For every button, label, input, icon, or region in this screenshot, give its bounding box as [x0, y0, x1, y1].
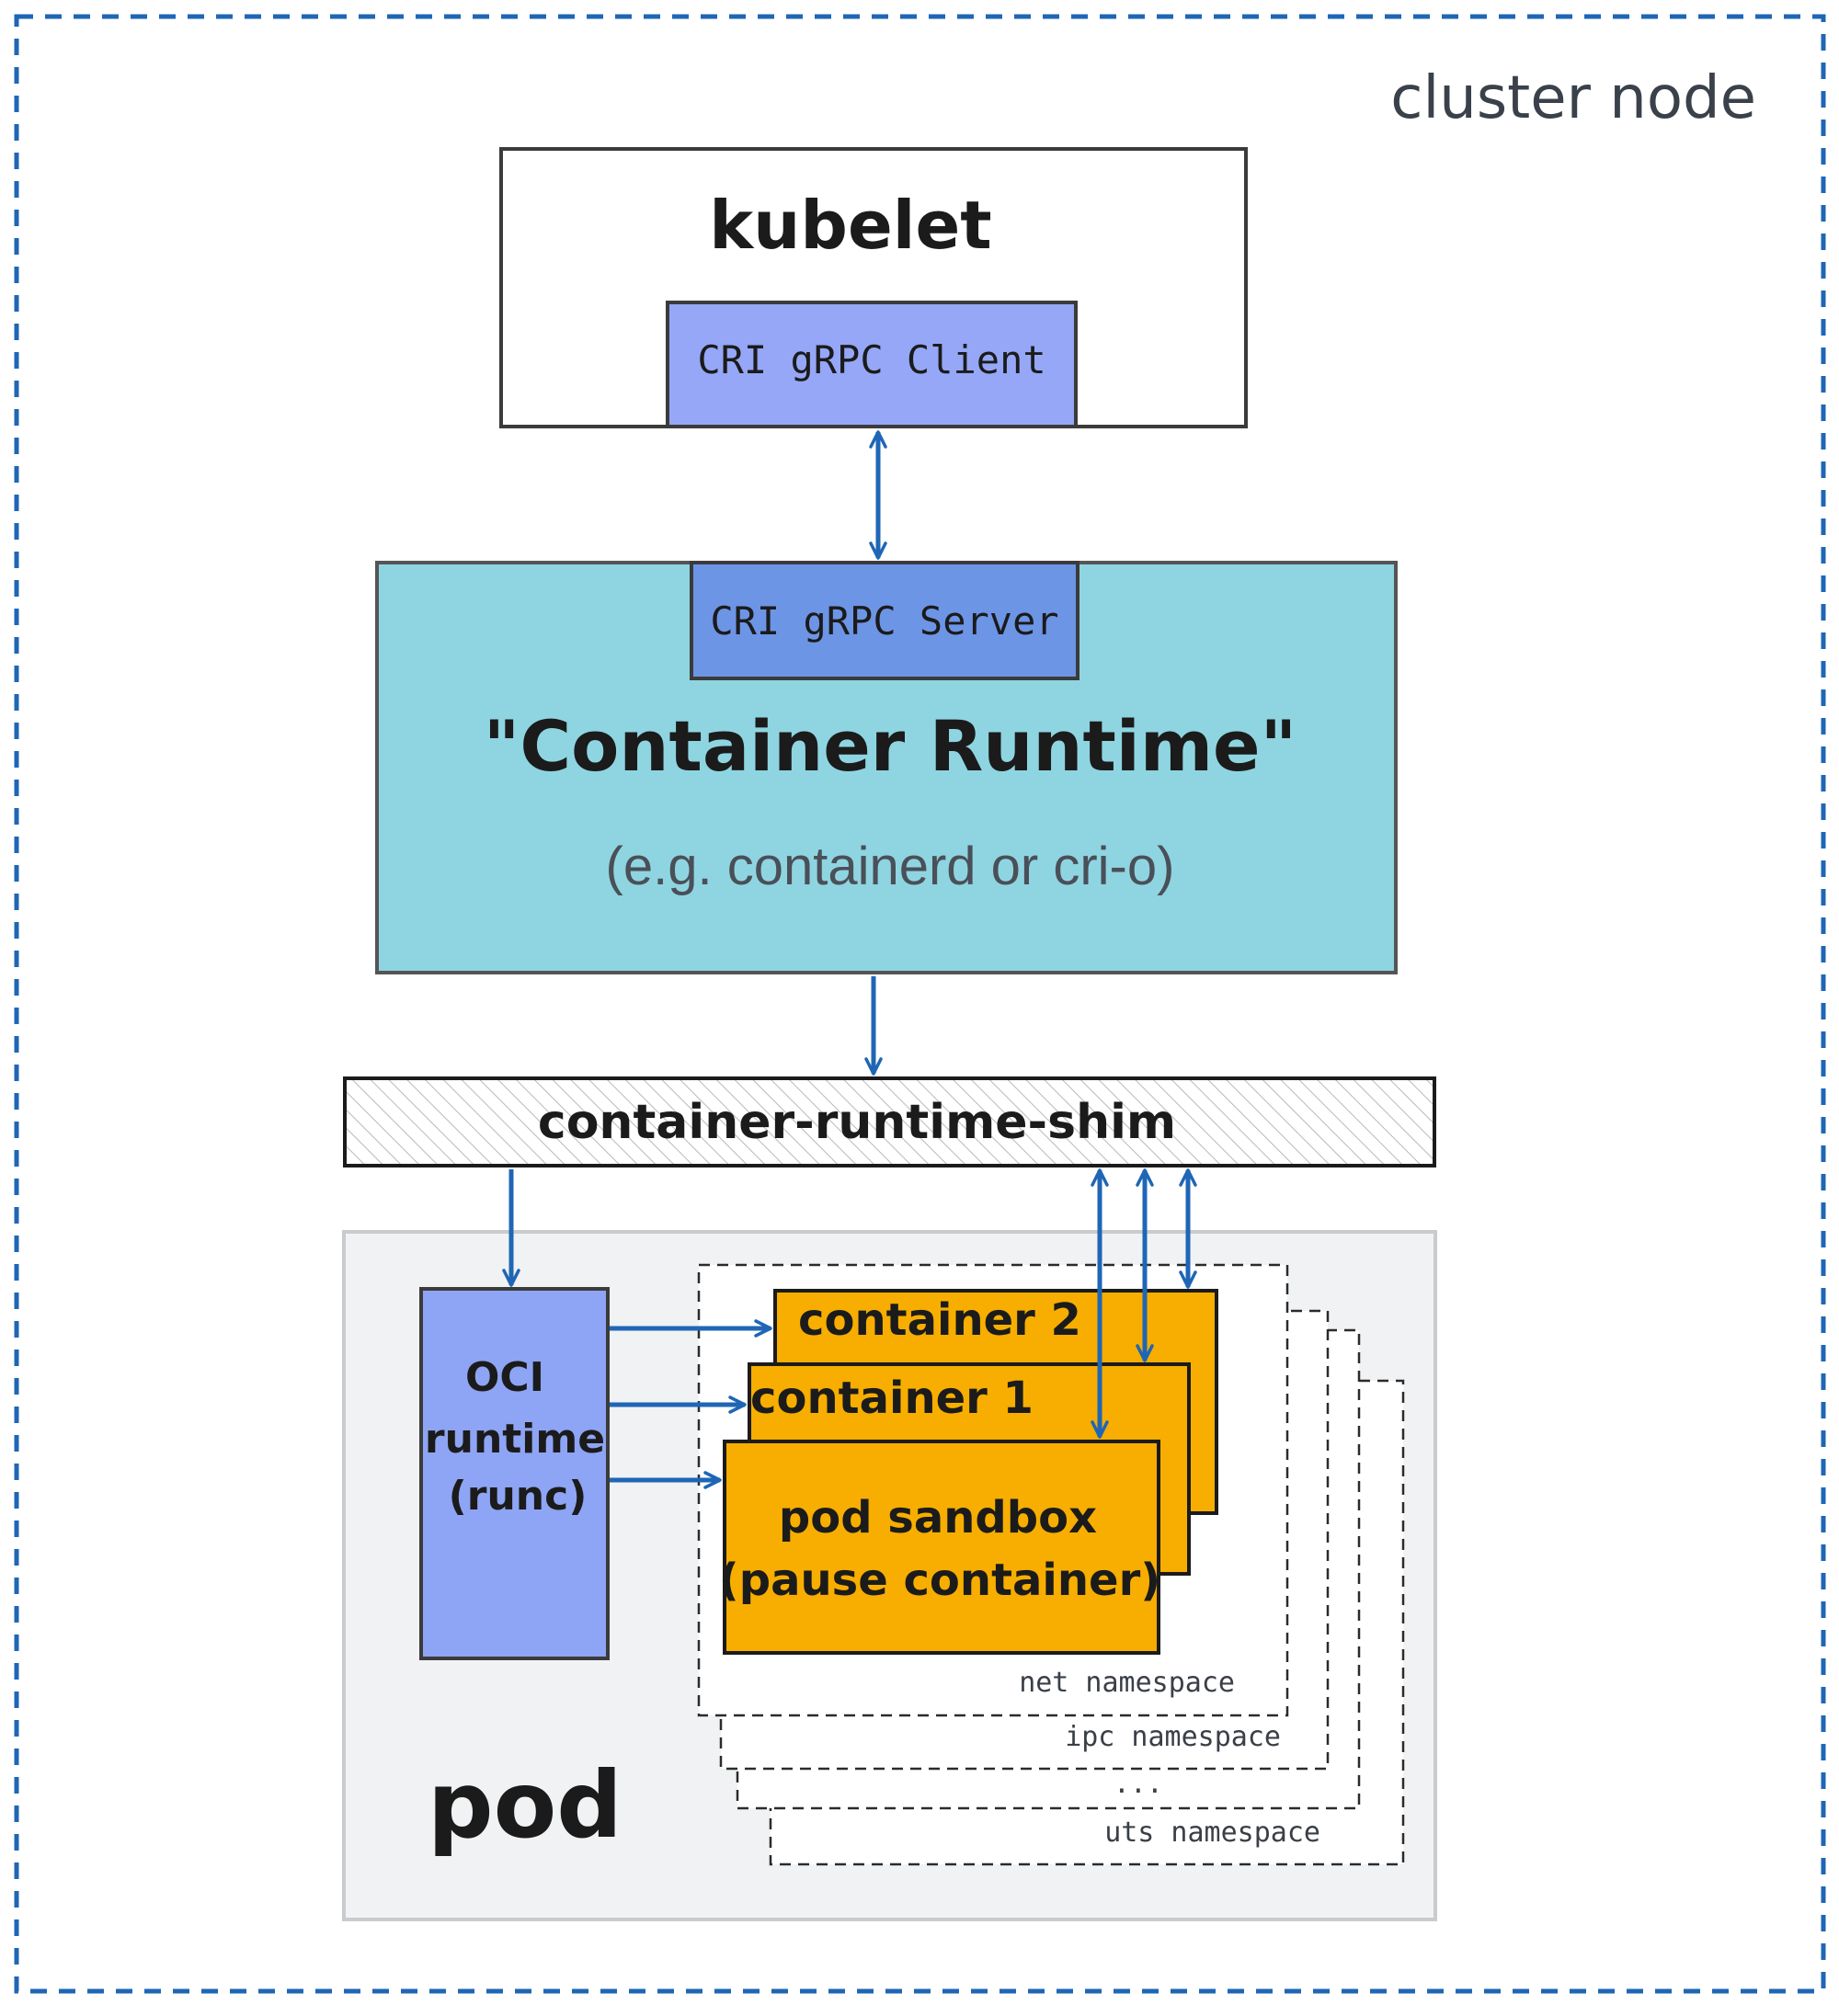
pod-label: pod: [428, 1751, 623, 1859]
cluster-node-boundary: [14, 14, 1826, 1994]
net-namespace-label: net namespace: [1019, 1667, 1235, 1699]
container-runtime-title: "Container Runtime": [484, 705, 1296, 787]
container-runtime-shim-label: container-runtime-shim: [538, 1095, 1176, 1150]
ipc-namespace-label: ipc namespace: [1065, 1721, 1281, 1753]
cri-grpc-server-label: CRI gRPC Server: [710, 598, 1058, 644]
oci-runtime-label-line-2: runtime: [425, 1416, 605, 1463]
uts-namespace-label: uts namespace: [1104, 1817, 1320, 1849]
oci-runtime-box: [419, 1287, 610, 1660]
cri-grpc-server-box: [690, 561, 1079, 680]
container-1-label: container 1: [750, 1372, 1034, 1424]
cluster-node-label: cluster node: [1390, 64, 1756, 132]
pod-sandbox-box: [723, 1440, 1160, 1655]
container-runtime-shim-bar: [343, 1076, 1436, 1167]
oci-runtime-label-line-3: (runc): [449, 1473, 588, 1520]
pod-sandbox-label-line-2: (pause container): [719, 1555, 1160, 1606]
cri-grpc-client-label: CRI gRPC Client: [697, 337, 1045, 382]
cri-grpc-client-box: [666, 301, 1078, 428]
namespace-ellipsis-label: ...: [1114, 1768, 1163, 1800]
oci-runtime-label-line-1: OCI: [465, 1354, 544, 1401]
container-2-label: container 2: [798, 1294, 1081, 1346]
pod-sandbox-label-line-1: pod sandbox: [779, 1492, 1097, 1543]
kubelet-title: kubelet: [709, 187, 991, 264]
container-runtime-subtitle: (e.g. containerd or cri-o): [606, 837, 1175, 896]
